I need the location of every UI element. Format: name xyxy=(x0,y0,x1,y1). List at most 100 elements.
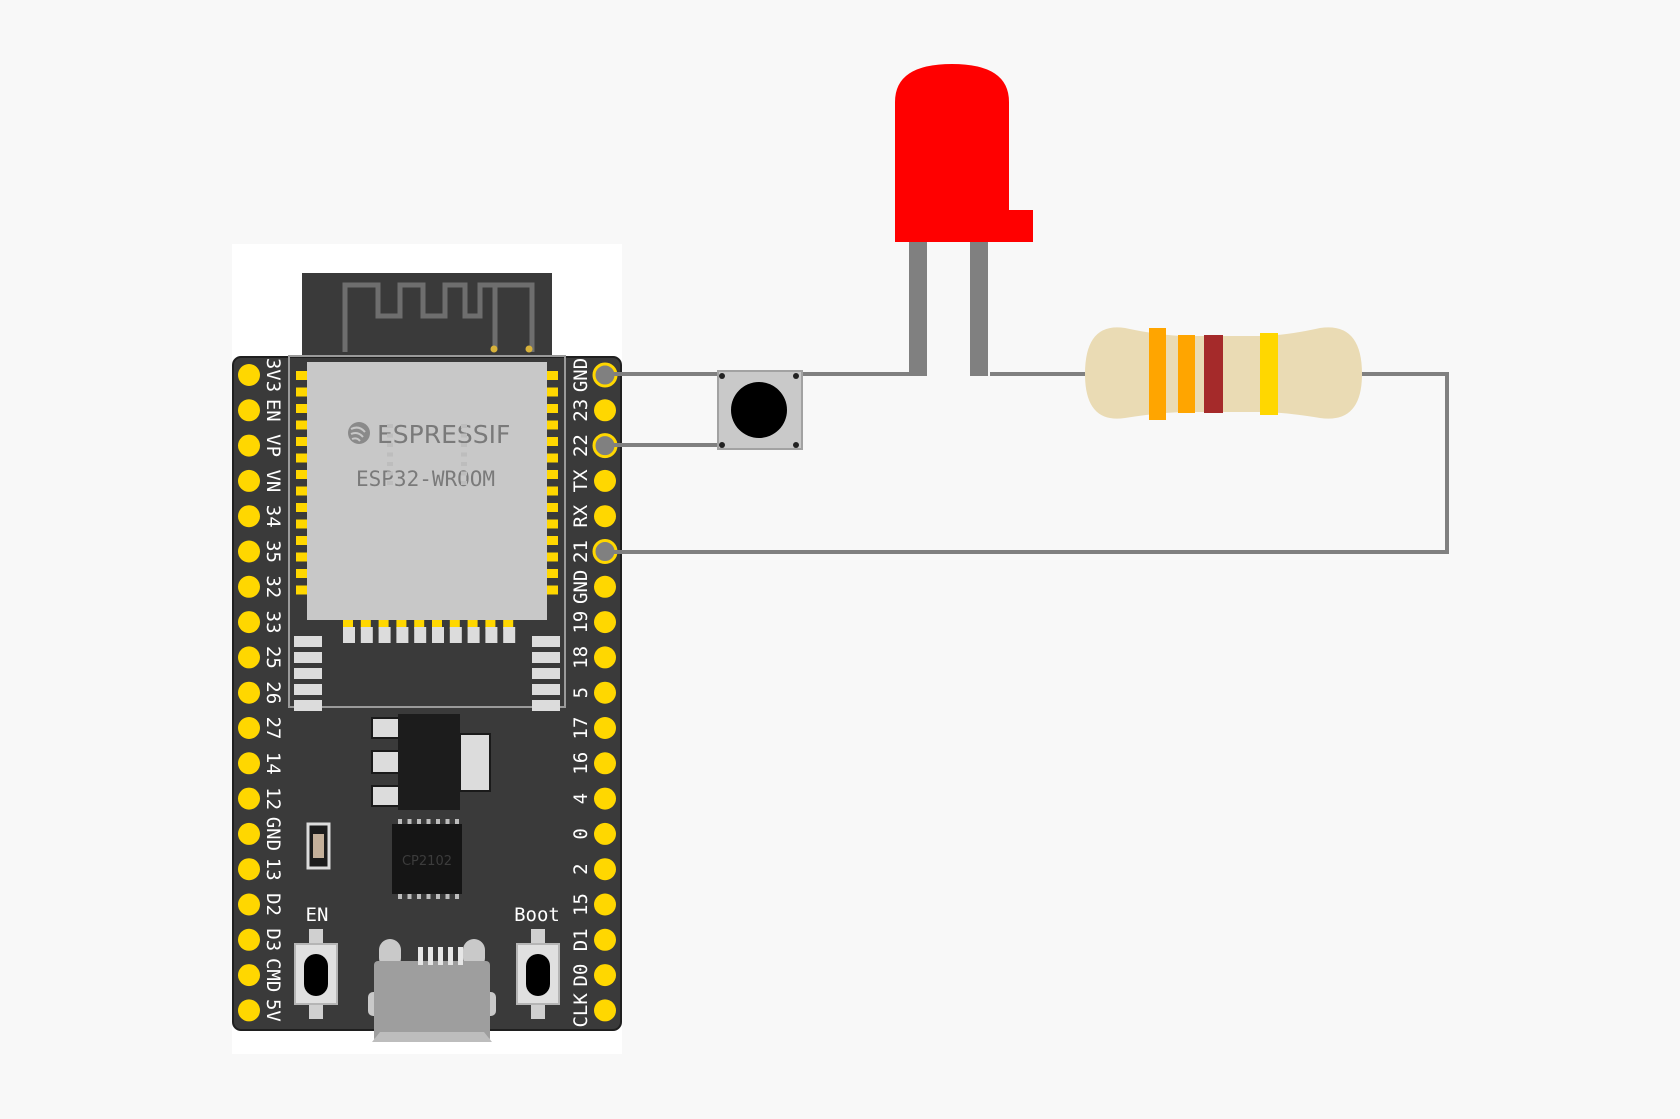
left-pin-17[interactable] xyxy=(238,964,260,987)
left-pin-5[interactable] xyxy=(238,540,260,563)
right-pin-15[interactable] xyxy=(594,893,616,916)
left-pin-label: 5V xyxy=(262,999,284,1022)
smd-capacitor xyxy=(306,822,331,870)
esp32-devkit-board[interactable]: ESPRESSIF ESP32-WROOM CP2102 xyxy=(232,273,622,1042)
right-pin-7[interactable] xyxy=(594,611,616,634)
resistor-body xyxy=(1085,327,1362,419)
wire-resistor-to-gpio21[interactable] xyxy=(605,372,1449,554)
right-pin-label: GND xyxy=(570,358,592,392)
left-pin-1[interactable] xyxy=(238,399,260,422)
right-pin-label: 18 xyxy=(570,646,592,669)
left-pin-18[interactable] xyxy=(238,999,260,1022)
left-pin-label: 35 xyxy=(262,540,284,563)
module-shield xyxy=(307,362,547,620)
en-button-cap[interactable] xyxy=(304,954,328,996)
espressif-logo-icon xyxy=(348,422,370,444)
right-pin-18[interactable] xyxy=(594,999,616,1022)
right-pin-label: 23 xyxy=(570,399,592,422)
micro-usb-connector[interactable] xyxy=(368,939,496,1042)
right-pin-label: 21 xyxy=(570,540,592,563)
led-anode-leg xyxy=(970,240,988,376)
left-pin-label: D2 xyxy=(262,893,284,916)
left-pin-label: 3V3 xyxy=(262,358,284,392)
left-pin-3[interactable] xyxy=(238,469,260,492)
right-pin-3[interactable] xyxy=(594,469,616,492)
left-pin-header: 3V3ENVPVN343532332526271412GND13D2D3CMD5… xyxy=(238,358,284,1022)
left-pin-label: EN xyxy=(262,399,284,422)
right-pin-label: 16 xyxy=(570,752,592,775)
red-led[interactable] xyxy=(895,64,1033,376)
en-button-label: EN xyxy=(306,904,329,926)
left-pin-label: VP xyxy=(262,434,284,457)
right-pin-16[interactable] xyxy=(594,928,616,951)
push-button[interactable] xyxy=(717,370,803,450)
left-pin-11[interactable] xyxy=(238,752,260,775)
left-pin-0[interactable] xyxy=(238,364,260,386)
left-pin-13[interactable] xyxy=(238,822,260,845)
left-pin-label: VN xyxy=(262,469,284,492)
left-pin-label: D3 xyxy=(262,928,284,951)
module-lower-pads xyxy=(294,627,560,711)
boot-button-label: Boot xyxy=(514,904,560,926)
wires xyxy=(605,372,1449,554)
pcb-antenna-trace xyxy=(342,282,535,352)
left-pin-16[interactable] xyxy=(238,928,260,951)
right-pin-8[interactable] xyxy=(594,646,616,669)
right-pin-label: GND xyxy=(570,570,592,604)
left-pin-label: GND xyxy=(262,817,284,851)
left-pin-14[interactable] xyxy=(238,858,260,881)
left-pin-label: 25 xyxy=(262,646,284,669)
left-pin-8[interactable] xyxy=(238,646,260,669)
boot-button[interactable] xyxy=(516,929,560,1019)
resistor[interactable] xyxy=(1085,327,1362,420)
led-cathode-leg xyxy=(909,240,927,376)
voltage-regulator xyxy=(371,714,491,810)
push-button-cap[interactable] xyxy=(731,382,787,438)
resistor-band-2 xyxy=(1178,335,1195,413)
right-pin-label: 15 xyxy=(570,893,592,916)
en-button[interactable] xyxy=(294,929,338,1019)
right-pin-label: TX xyxy=(570,469,592,492)
right-pin-label: 17 xyxy=(570,717,592,740)
right-pin-12[interactable] xyxy=(594,787,616,810)
resistor-band-4 xyxy=(1260,333,1278,415)
left-pin-6[interactable] xyxy=(238,575,260,598)
left-pin-9[interactable] xyxy=(238,681,260,704)
left-pin-12[interactable] xyxy=(238,787,260,810)
right-pin-label: CLK xyxy=(570,993,592,1028)
right-pin-11[interactable] xyxy=(594,752,616,775)
right-pin-label: 2 xyxy=(570,863,592,874)
right-pin-9[interactable] xyxy=(594,681,616,704)
left-pin-label: 14 xyxy=(262,752,284,775)
left-pin-label: 33 xyxy=(262,611,284,634)
left-pin-label: 34 xyxy=(262,505,284,528)
led-flange xyxy=(895,210,1033,242)
left-pin-label: 13 xyxy=(262,858,284,881)
left-pin-15[interactable] xyxy=(238,893,260,916)
right-pin-label: D1 xyxy=(570,928,592,951)
right-pin-label: 4 xyxy=(570,793,592,804)
right-pin-label: 0 xyxy=(570,828,592,839)
usb-chip-label: CP2102 xyxy=(402,854,452,869)
right-pin-4[interactable] xyxy=(594,505,616,528)
right-pin-label: RX xyxy=(570,504,592,527)
right-pin-14[interactable] xyxy=(594,858,616,881)
resistor-band-1 xyxy=(1149,328,1166,420)
module-pads xyxy=(296,371,558,629)
left-pin-label: 12 xyxy=(262,787,284,810)
right-pin-10[interactable] xyxy=(594,717,616,739)
right-pin-13[interactable] xyxy=(594,822,616,845)
left-pin-10[interactable] xyxy=(238,717,260,739)
right-pin-17[interactable] xyxy=(594,964,616,987)
right-pin-label: D0 xyxy=(570,964,592,987)
right-pin-6[interactable] xyxy=(594,575,616,598)
left-pin-4[interactable] xyxy=(238,505,260,528)
right-pin-1[interactable] xyxy=(594,399,616,422)
left-pin-7[interactable] xyxy=(238,611,260,634)
module-model-label: ESP32-WROOM xyxy=(356,467,495,491)
right-pin-label: 5 xyxy=(570,687,592,698)
left-pin-label: 32 xyxy=(262,575,284,598)
left-pin-2[interactable] xyxy=(238,434,260,457)
boot-button-cap[interactable] xyxy=(526,954,550,996)
